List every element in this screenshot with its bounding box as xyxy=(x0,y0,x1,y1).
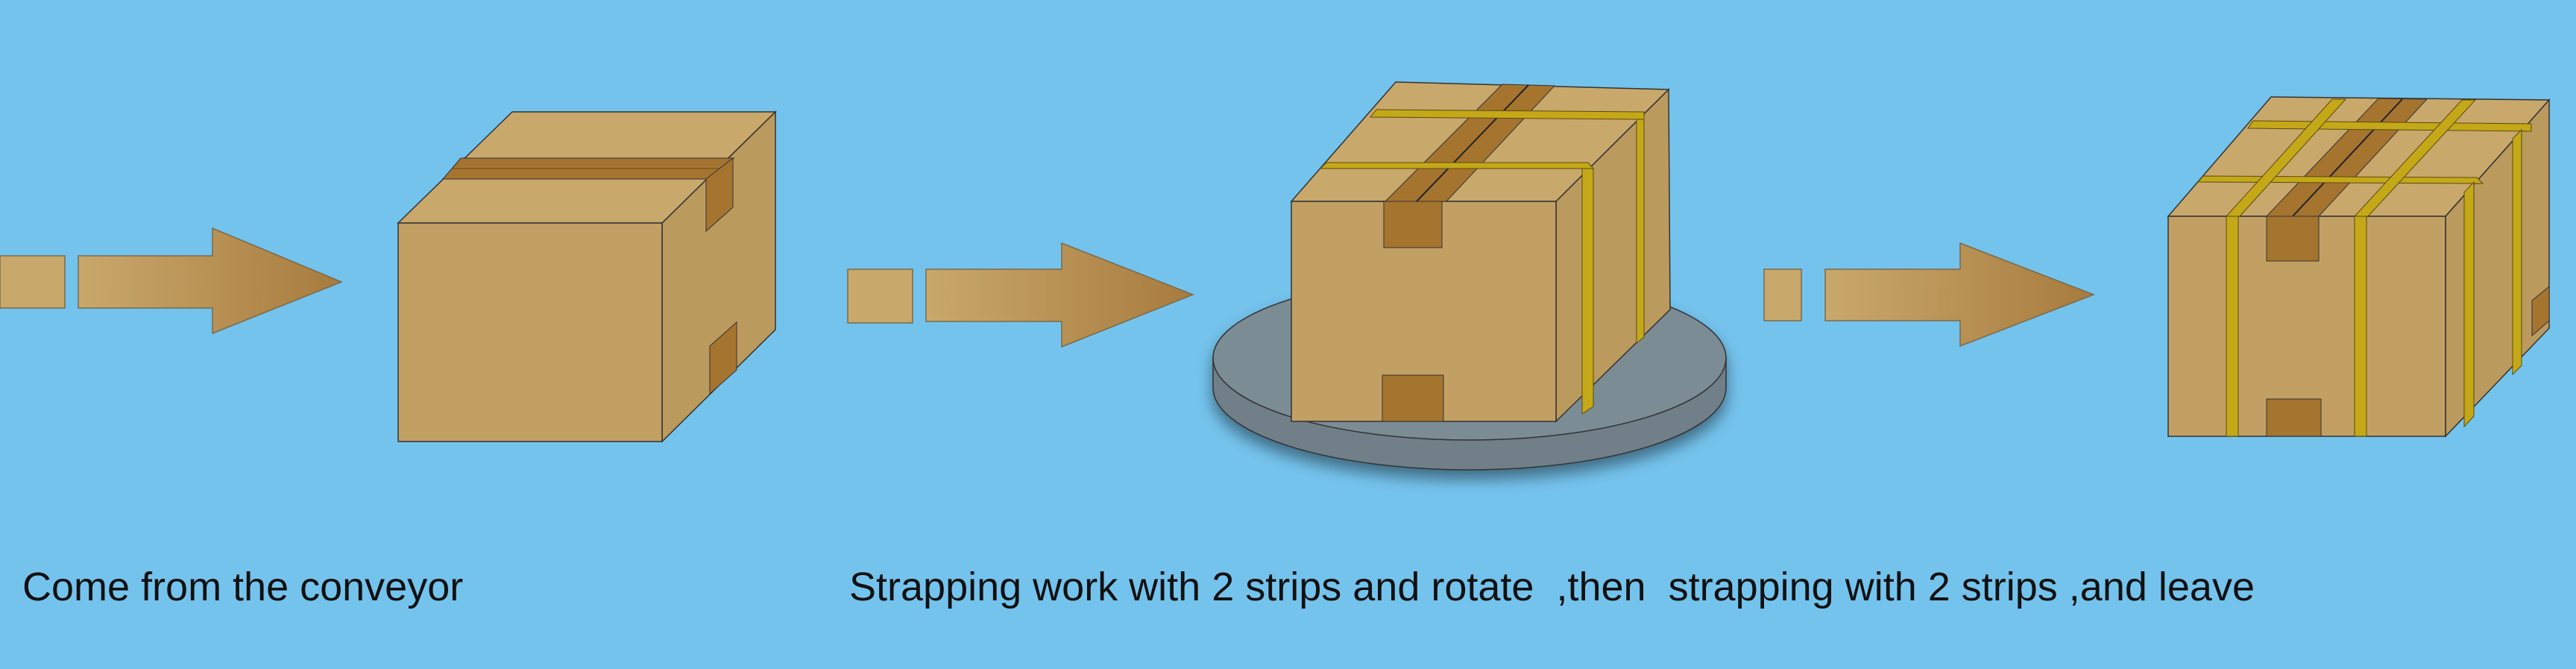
arrow-2-dash-icon xyxy=(847,268,913,324)
arrow-1-dash-icon xyxy=(0,255,66,309)
caption-step-2: Strapping work with 2 strips and rotate … xyxy=(849,565,2255,609)
box-1-front xyxy=(397,222,663,442)
strap-icon xyxy=(1581,168,1594,415)
strap-icon xyxy=(2354,216,2367,437)
strap-icon xyxy=(2463,180,2475,428)
cardboard-box-icon xyxy=(397,110,777,443)
strap-icon xyxy=(2226,216,2239,437)
arrow-1-icon xyxy=(78,227,343,335)
box-2-front-tape-top xyxy=(1383,201,1443,248)
arrow-1 xyxy=(0,227,343,335)
strap-icon xyxy=(2512,128,2522,376)
arrow-2-icon xyxy=(925,242,1195,348)
strap-icon xyxy=(2196,175,2484,184)
caption-step-1: Come from the conveyor xyxy=(22,565,464,609)
box-3-front-tape-top xyxy=(2266,216,2320,262)
strapped-box-3 xyxy=(2167,96,2551,438)
strapped-box-2 xyxy=(1290,81,1671,423)
arrow-3-dash-icon xyxy=(1763,268,1802,321)
strap-icon xyxy=(1319,162,1595,169)
box-3-front-tape-bottom xyxy=(2266,398,2322,437)
arrow-3 xyxy=(1763,242,2096,348)
box-2-front-tape-bottom xyxy=(1382,374,1444,422)
box-1-side-tape-top xyxy=(705,157,734,233)
arrow-3-icon xyxy=(1824,242,2096,348)
box-1-side-tape-bottom xyxy=(709,321,737,395)
box-3-side-tape xyxy=(2531,285,2550,337)
arrow-2 xyxy=(847,242,1195,348)
strap-icon xyxy=(1636,119,1645,345)
